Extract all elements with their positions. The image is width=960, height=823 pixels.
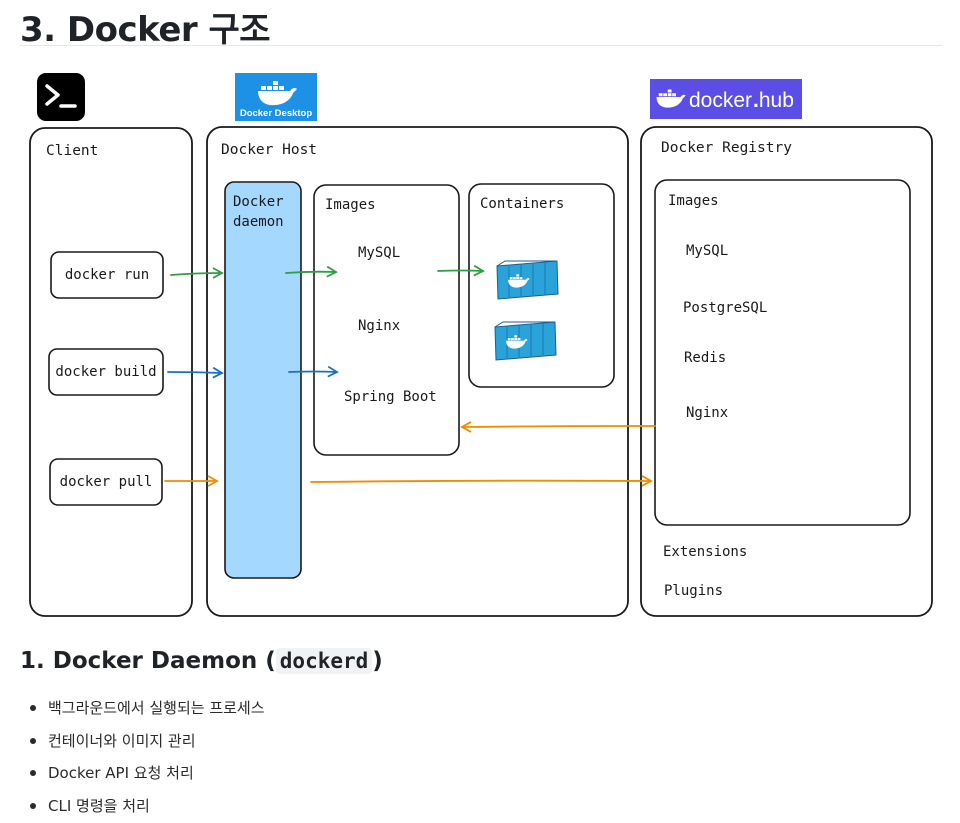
section-heading-prefix: 1. Docker Daemon (: [20, 648, 276, 674]
docker-host-panel: [206, 126, 629, 617]
list-item: 백그라운드에서 실행되는 프로세스: [28, 692, 265, 725]
bullet-icon: [30, 705, 36, 711]
registry-image-mysql: MySQL: [686, 243, 728, 259]
arrow-daemon-to-registry: [310, 475, 653, 487]
docker-hub-suffix: hub: [759, 89, 794, 112]
svg-text:docker.hub: docker.hub: [689, 89, 794, 112]
docker-desktop-logo: Docker Desktop: [235, 73, 317, 121]
daemon-label-line2: daemon: [233, 214, 284, 230]
list-item: 컨테이너와 이미지 관리: [28, 725, 265, 758]
docker-run-command: docker run: [50, 251, 164, 299]
containers-title: Containers: [480, 196, 564, 212]
list-item: Docker API 요청 처리: [28, 757, 265, 790]
bullet-icon: [30, 737, 36, 744]
docker-build-command: docker build: [48, 348, 164, 396]
arrow-run-to-daemon: [170, 267, 224, 279]
dockerd-code: dockerd: [275, 648, 373, 674]
section-heading-suffix: ): [372, 648, 383, 674]
docker-architecture-diagram: Docker Desktop docker.hub Client docker …: [29, 73, 933, 617]
docker-pull-label: docker pull: [60, 474, 153, 490]
docker-build-label: docker build: [55, 364, 156, 380]
container-icon-1: [496, 260, 559, 300]
container-icon-2: [494, 321, 557, 361]
host-image-nginx: Nginx: [358, 318, 400, 334]
host-images-box: Images MySQL Nginx Spring Boot: [313, 184, 460, 456]
terminal-icon: [37, 73, 85, 121]
docker-registry-panel: [640, 126, 933, 617]
arrow-mysql-to-container: [437, 264, 485, 277]
host-images-title: Images: [325, 197, 376, 213]
docker-run-label: docker run: [65, 267, 149, 283]
client-title: Client: [46, 143, 98, 159]
arrow-daemon-to-spring: [288, 365, 339, 378]
registry-images-title: Images: [668, 193, 719, 209]
registry-plugins: Plugins: [664, 583, 723, 599]
registry-images-box: Images MySQL PostgreSQL Redis Nginx: [654, 179, 911, 526]
list-item-text: CLI 명령을 처리: [48, 796, 150, 815]
docker-host-title: Docker Host: [221, 142, 317, 158]
containers-box: Containers: [468, 183, 615, 388]
arrow-registry-to-images: [460, 421, 656, 433]
host-image-spring-boot: Spring Boot: [344, 389, 437, 405]
arrow-build-to-daemon: [167, 366, 224, 379]
bullet-icon: [30, 770, 36, 776]
daemon-description-list: 백그라운드에서 실행되는 프로세스 컨테이너와 이미지 관리 Docker AP…: [28, 692, 265, 822]
docker-hub-word: docker: [689, 89, 752, 112]
docker-daemon-box: Docker daemon: [224, 181, 302, 579]
registry-extensions: Extensions: [663, 544, 747, 560]
host-image-mysql: MySQL: [358, 245, 400, 261]
list-item: CLI 명령을 처리: [28, 790, 265, 823]
list-item-text: Docker API 요청 처리: [48, 764, 194, 782]
daemon-label-line1: Docker: [233, 194, 284, 210]
section-heading: 1. Docker Daemon (dockerd): [20, 648, 383, 674]
title-divider: [20, 45, 942, 46]
arrow-daemon-to-mysql: [285, 265, 338, 278]
bullet-icon: [30, 802, 36, 809]
list-item-text: 백그라운드에서 실행되는 프로세스: [48, 699, 265, 717]
docker-hub-logo: docker.hub: [650, 79, 802, 119]
docker-pull-command: docker pull: [49, 458, 163, 506]
page-title: 3. Docker 구조: [20, 10, 271, 50]
registry-image-nginx: Nginx: [686, 405, 728, 421]
registry-image-redis: Redis: [684, 350, 726, 366]
registry-image-postgresql: PostgreSQL: [683, 300, 767, 316]
docker-registry-title: Docker Registry: [661, 140, 792, 156]
docker-desktop-label: Docker Desktop: [240, 108, 313, 119]
list-item-text: 컨테이너와 이미지 관리: [48, 731, 196, 750]
